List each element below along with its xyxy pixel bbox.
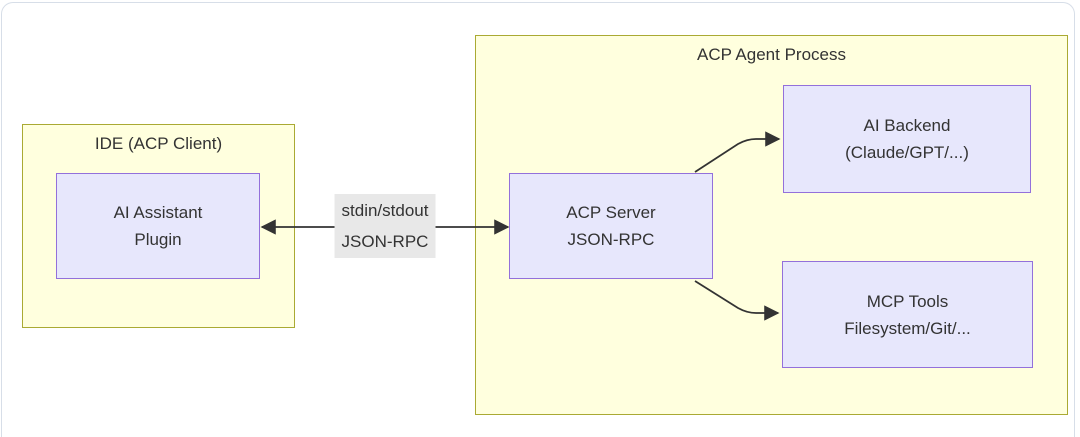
node-mcp-tools-line2: Filesystem/Git/... <box>844 318 971 338</box>
node-ai-assistant-plugin-line1: AI Assistant <box>113 203 203 222</box>
node-acp-server: ACP Server JSON-RPC <box>509 173 713 279</box>
node-ai-assistant-plugin: AI Assistant Plugin <box>56 173 260 279</box>
node-mcp-tools: MCP Tools Filesystem/Git/... <box>782 261 1033 368</box>
node-mcp-tools-line1: MCP Tools <box>866 291 949 311</box>
node-ai-assistant-plugin-line2: Plugin <box>134 230 182 249</box>
edge-label-stdio-line1: stdin/stdout <box>341 201 429 220</box>
cluster-ide-client-title: IDE (ACP Client) <box>94 134 223 153</box>
node-acp-server-line2: JSON-RPC <box>567 230 655 249</box>
edge-label-stdio-line2: JSON-RPC <box>341 232 429 251</box>
edge-label-stdio: stdin/stdout JSON-RPC <box>334 194 436 258</box>
node-ai-backend-line1: AI Backend <box>863 116 951 135</box>
cluster-acp-agent-process-title: ACP Agent Process <box>697 45 846 64</box>
node-acp-server-line1: ACP Server <box>566 203 656 222</box>
node-ai-backend-line2: (Claude/GPT/...) <box>845 143 969 162</box>
node-ai-backend: AI Backend (Claude/GPT/...) <box>783 85 1031 193</box>
